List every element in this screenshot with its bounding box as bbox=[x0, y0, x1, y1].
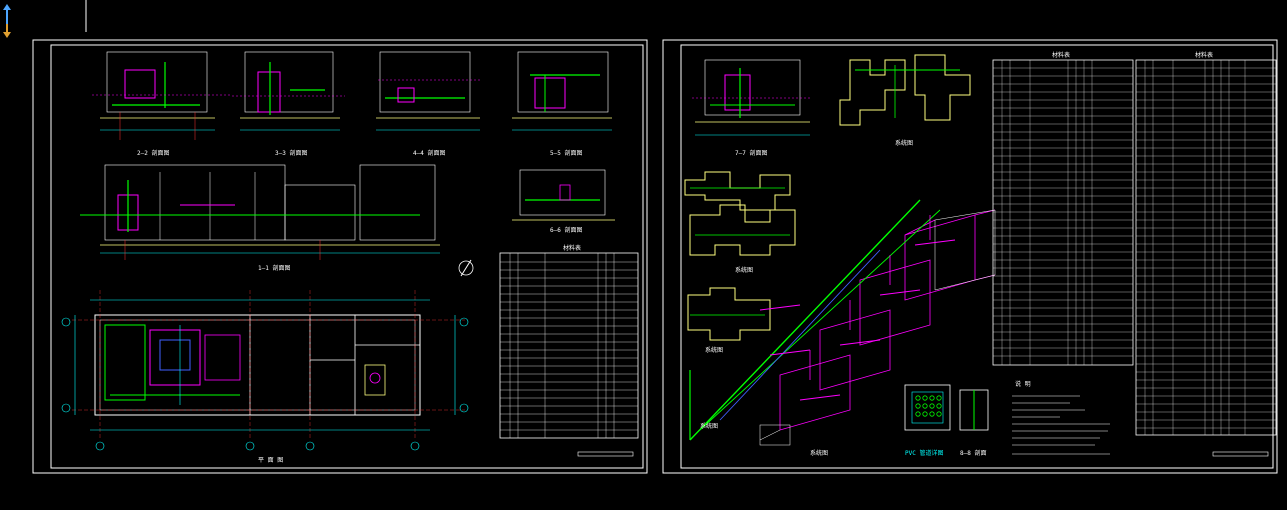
section-label-2-2: 2—2 剖面图 bbox=[137, 149, 169, 157]
material-table-left-title: 材料表 bbox=[563, 244, 581, 252]
system-diagram-left-3[interactable] bbox=[687, 287, 771, 341]
material-table-right-2-title: 材料表 bbox=[1195, 51, 1213, 59]
section-2-2[interactable] bbox=[92, 51, 230, 140]
material-table-right-2[interactable] bbox=[1135, 59, 1277, 436]
system-label-left-3: 系统图 bbox=[700, 422, 718, 430]
section-label-5-5: 5—5 剖面图 bbox=[550, 149, 582, 157]
section-1-1[interactable] bbox=[80, 164, 440, 260]
section-3-3[interactable] bbox=[232, 51, 345, 131]
section-label-3-3: 3—3 剖面图 bbox=[275, 149, 307, 157]
section-label-7-7: 7—7 剖面图 bbox=[735, 149, 767, 157]
section-8-8[interactable] bbox=[959, 389, 989, 431]
sheet-right[interactable]: 7—7 剖面图 系统图 系统图 系统图 bbox=[662, 39, 1278, 474]
sheet-left[interactable]: 2—2 剖面图 3—3 剖面图 4—4 剖面图 bbox=[32, 39, 648, 474]
ucs-axis-icon[interactable] bbox=[0, 0, 14, 38]
section-7-7[interactable] bbox=[692, 59, 812, 136]
system-diagram-top[interactable] bbox=[839, 54, 971, 126]
system-label-left-2: 系统图 bbox=[705, 346, 723, 354]
section-label-8-8: 8—8 剖面 bbox=[960, 449, 986, 457]
isometric-system-diagram[interactable] bbox=[689, 199, 996, 446]
system-diagram-left-2[interactable] bbox=[689, 204, 796, 256]
sheet-left-outer-frame bbox=[32, 39, 648, 474]
system-label-left-1: 系统图 bbox=[735, 266, 753, 274]
sheet-left-title-block bbox=[577, 451, 634, 457]
section-5-5[interactable] bbox=[512, 51, 612, 131]
sheet-right-outer-frame bbox=[662, 39, 1278, 474]
pvc-detail-label: PVC 管道详图 bbox=[905, 449, 943, 457]
section-6-6[interactable] bbox=[512, 169, 615, 221]
floor-plan-label: 平 面 图 bbox=[258, 457, 283, 464]
material-table-right-1[interactable] bbox=[992, 59, 1134, 366]
section-4-4[interactable] bbox=[376, 51, 482, 131]
material-table-right-1-title: 材料表 bbox=[1052, 51, 1070, 59]
section-label-6-6: 6—6 剖面图 bbox=[550, 226, 582, 234]
sheet-right-inner-frame bbox=[680, 44, 1274, 469]
section-label-1-1: 1—1 剖面图 bbox=[258, 264, 290, 272]
sheet-right-title-block bbox=[1212, 451, 1269, 457]
north-arrow-icon bbox=[458, 259, 474, 277]
notes-title: 说 明 bbox=[1015, 380, 1031, 388]
system-diagram-left-1[interactable] bbox=[684, 171, 791, 211]
system-label-top: 系统图 bbox=[895, 139, 913, 147]
notes-text-block bbox=[1012, 395, 1110, 455]
system-label-iso: 系统图 bbox=[810, 449, 828, 457]
sheet-left-inner-frame bbox=[50, 44, 644, 469]
pvc-pipe-detail[interactable] bbox=[904, 384, 951, 431]
floor-plan[interactable] bbox=[61, 290, 469, 451]
material-table-left[interactable] bbox=[499, 252, 639, 439]
section-label-4-4: 4—4 剖面图 bbox=[413, 149, 445, 157]
